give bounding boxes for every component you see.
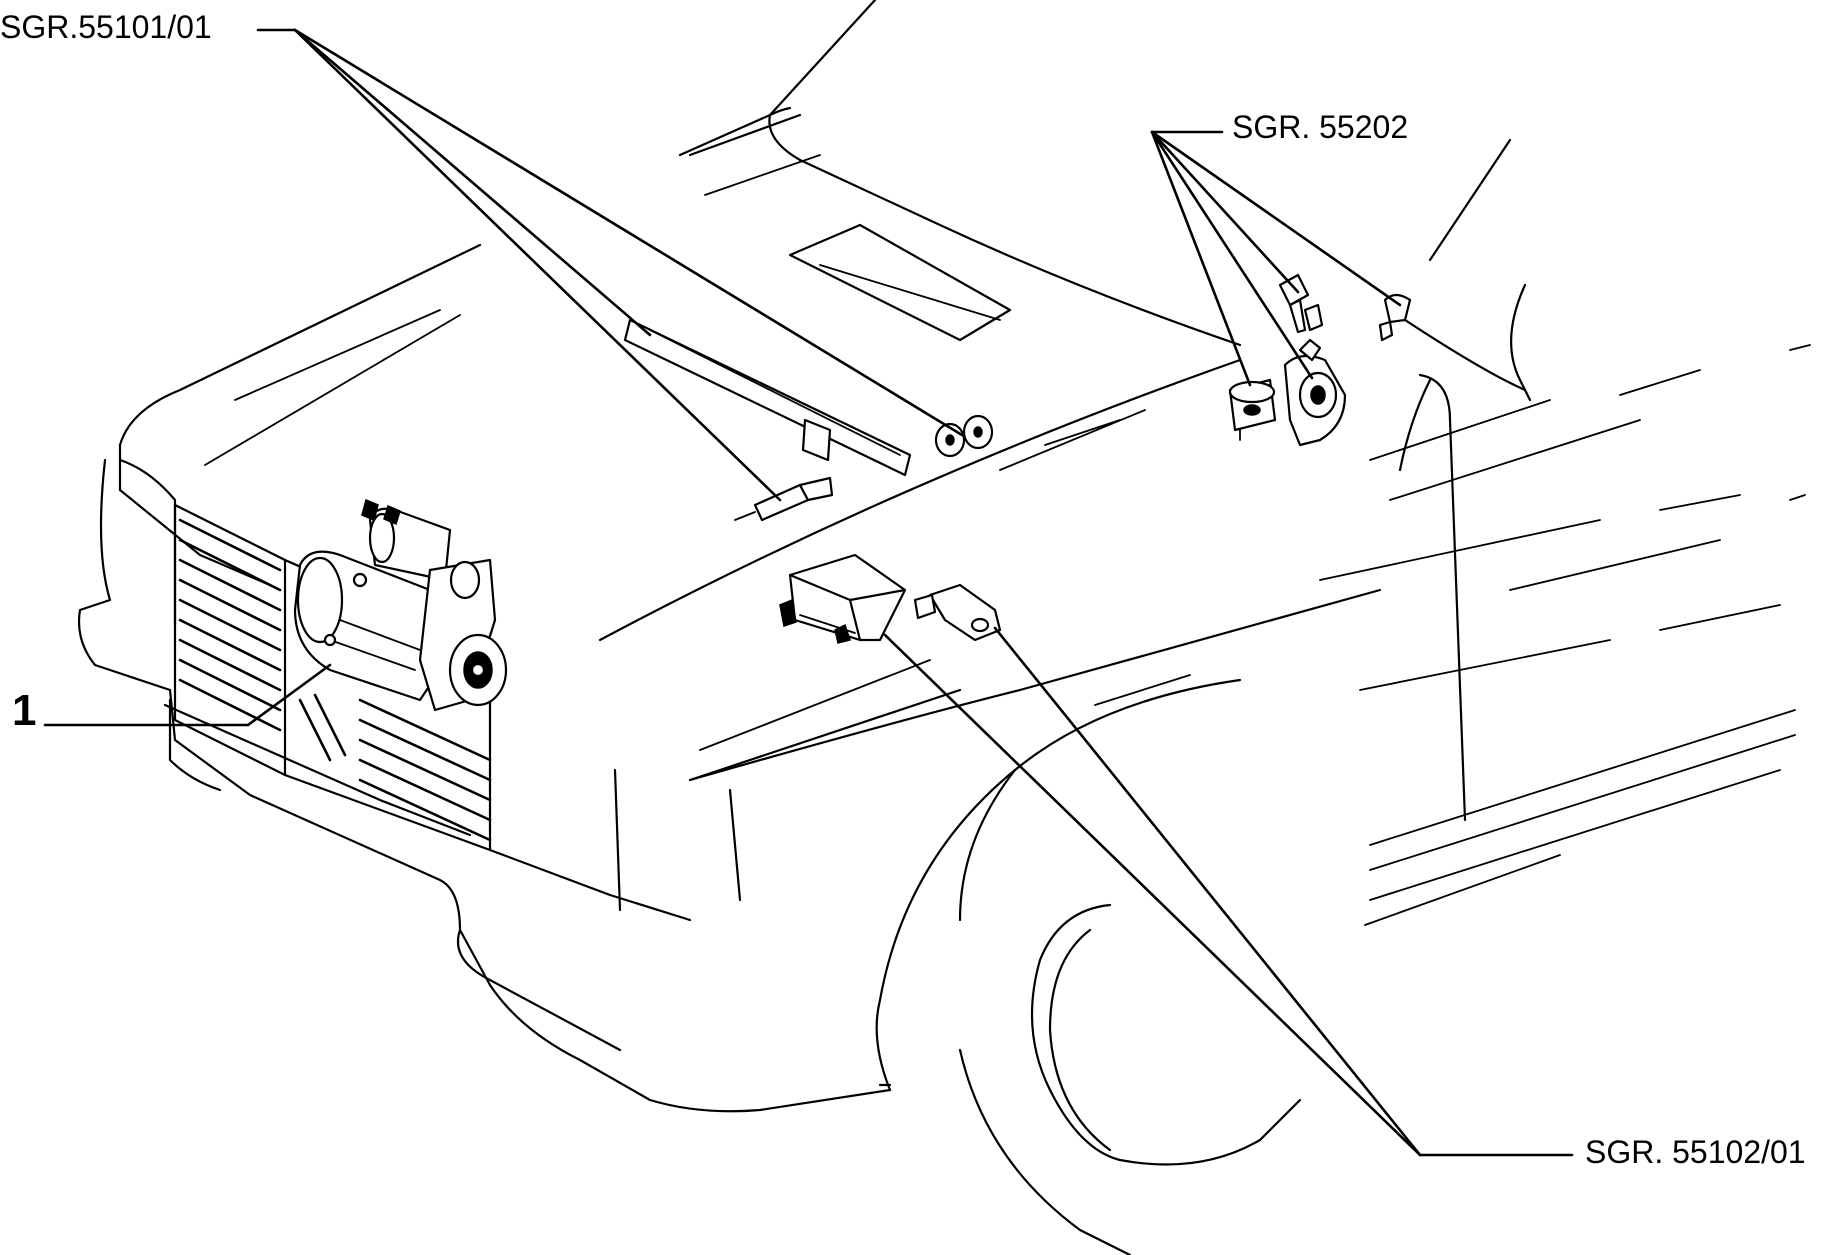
car-body-outline: [77, 0, 1811, 1255]
steering-lock: [1283, 338, 1347, 447]
ignition-switch: [1228, 378, 1277, 441]
callout-sgr-55102-01: SGR. 55102/01: [1585, 1134, 1806, 1170]
radiator-grille: [178, 518, 492, 842]
callout-sgr-55101-01: SGR.55101/01: [0, 9, 212, 45]
glow-plug: [734, 476, 834, 522]
relay-bracket: [913, 583, 1002, 642]
callout-sgr-55202: SGR. 55202: [1232, 109, 1408, 145]
glow-plug-control-unit: [779, 553, 907, 644]
glow-plug-rail: [623, 318, 912, 477]
leader-lines: [43, 28, 1574, 1157]
ignition-keys: [1278, 273, 1324, 334]
starter-motor: [293, 498, 508, 712]
callout-item-1: 1: [12, 686, 36, 735]
key-fob: [1378, 293, 1412, 342]
rubber-grommet-pair: [934, 414, 994, 458]
